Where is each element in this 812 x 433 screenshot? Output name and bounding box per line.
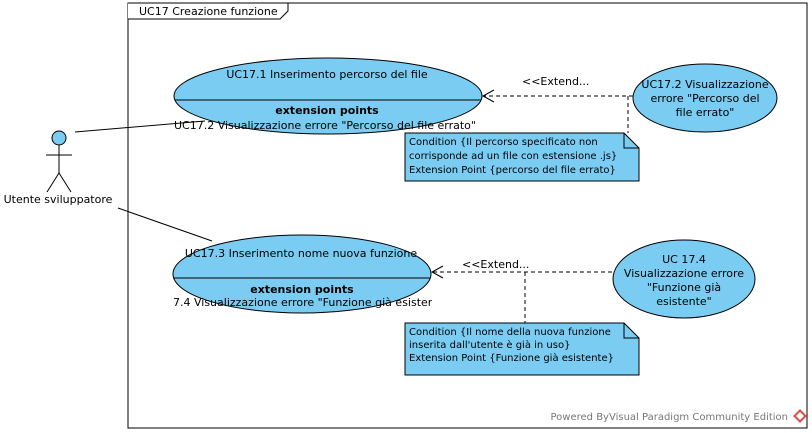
- extend-label: <<Extend...: [462, 258, 529, 271]
- use-case-title: UC17.3 Inserimento nome nuova funzione: [185, 247, 417, 260]
- watermark-text: Powered ByVisual Paradigm Community Edit…: [551, 412, 789, 423]
- use-case-label-line: UC 17.4: [662, 253, 706, 266]
- note-text-line: Condition {Il nome della nuova funzione: [409, 327, 611, 338]
- use-case-uc17-1[interactable]: UC17.1 Inserimento percorso del file ext…: [173, 57, 483, 135]
- actor-utente-sviluppatore[interactable]: Utente sviluppatore: [4, 130, 113, 206]
- note-text-line: corrisponde ad un file con estensione .j…: [409, 151, 617, 162]
- condition-note-1[interactable]: Condition {Il percorso specificato non c…: [404, 132, 640, 182]
- use-case-label-line: errore "Percorso del: [650, 92, 759, 105]
- extend-label: <<Extend...: [522, 75, 589, 88]
- extend-relationship-uc17-2[interactable]: <<Extend...: [481, 75, 633, 103]
- use-case-label-line: esistente": [656, 295, 711, 308]
- actor-head: [51, 130, 67, 146]
- extension-point-label: 7.4 Visualizzazione errore "Funzione già…: [173, 296, 451, 309]
- use-case-label-line: file errato": [676, 106, 735, 119]
- watermark: Powered ByVisual Paradigm Community Edit…: [551, 409, 807, 423]
- use-case-uc17-4[interactable]: UC 17.4 Visualizzazione errore "Funzione…: [612, 239, 756, 319]
- extend-relationship-uc17-4[interactable]: <<Extend...: [430, 258, 612, 279]
- use-case-label-line: "Funzione già: [647, 281, 721, 294]
- use-case-label-line: Visualizzazione errore: [624, 267, 744, 280]
- note-text-line: Extension Point {percorso del file errat…: [409, 165, 616, 176]
- note-text-line: Extension Point {Funzione già esistente}: [409, 352, 614, 364]
- visual-paradigm-logo-icon: [793, 409, 807, 423]
- use-case-uc17-2[interactable]: UC17.2 Visualizzazione errore "Percorso …: [632, 63, 778, 133]
- actor-name: Utente sviluppatore: [4, 193, 113, 206]
- extension-points-header: extension points: [250, 283, 354, 296]
- extension-point-label: UC17.2 Visualizzazione errore "Percorso …: [174, 119, 476, 132]
- note-text-line: inserita dall'utente è già in uso}: [409, 339, 570, 351]
- condition-note-2[interactable]: Condition {Il nome della nuova funzione …: [404, 322, 640, 376]
- note-text-line: Condition {Il percorso specificato non: [409, 137, 598, 148]
- use-case-label-line: UC17.2 Visualizzazione: [641, 78, 768, 91]
- use-case-uc17-3[interactable]: UC17.3 Inserimento nome nuova funzione e…: [172, 234, 451, 314]
- extension-points-header: extension points: [275, 104, 379, 117]
- association-line-uc17-3: [117, 207, 213, 242]
- frame-title: UC17 Creazione funzione: [139, 5, 278, 18]
- use-case-title: UC17.1 Inserimento percorso del file: [226, 68, 428, 81]
- association-line-uc17-1: [74, 120, 206, 133]
